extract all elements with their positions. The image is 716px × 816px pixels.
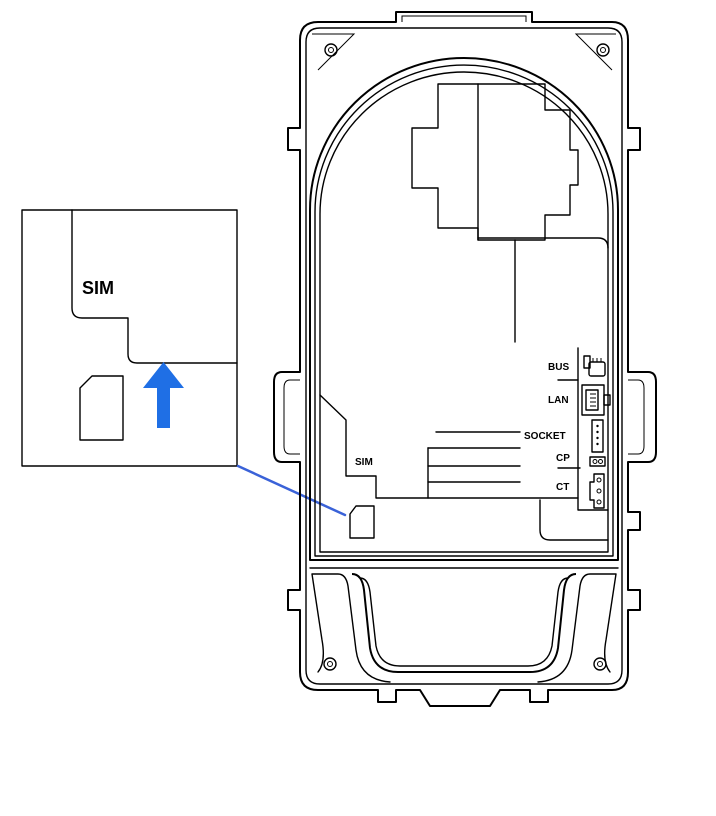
leader-line <box>236 464 347 517</box>
chamber-outline-outer <box>309 57 619 561</box>
bus-connector: BUS <box>548 355 606 377</box>
screw-hole-bottom-left-icon <box>323 657 337 671</box>
bottom-u-inner <box>359 577 569 667</box>
board-lower-edge <box>319 394 609 511</box>
cp-label: CP <box>556 453 570 464</box>
chamber-outline-middle <box>314 64 614 557</box>
left-bump-detail <box>283 379 300 455</box>
bottom-u-outer <box>351 573 577 673</box>
board-outline <box>477 237 609 249</box>
top-tab-detail <box>401 15 527 22</box>
inset-sim-label: SIM <box>82 278 114 298</box>
screw-hole-bottom-right-icon <box>593 657 607 671</box>
ct-connector: CT <box>556 473 605 509</box>
lan-connector: LAN <box>548 384 611 416</box>
right-bump-detail <box>628 379 645 455</box>
insert-direction-arrow-icon <box>143 362 184 428</box>
inset-board-edge <box>71 209 238 364</box>
inset-frame <box>21 209 238 467</box>
sim-slot <box>349 505 375 539</box>
lan-label: LAN <box>548 395 569 406</box>
socket-connector: SOCKET <box>524 419 604 453</box>
ct-label: CT <box>556 482 569 493</box>
middle-components <box>427 431 521 499</box>
board-corner-box <box>539 499 609 541</box>
bottom-foot-right <box>537 573 617 683</box>
screw-hole-top-right-icon <box>574 33 616 71</box>
sim-zoom-inset: SIM <box>21 209 238 467</box>
sim-card-icon <box>79 375 124 441</box>
chamber-outline-inner <box>319 71 609 553</box>
housing-inner-frame <box>305 27 623 685</box>
cp-connector: CP <box>556 453 606 469</box>
screw-hole-top-left-icon <box>312 33 356 71</box>
charger-housing: SIM BUS LAN SOCKET <box>273 11 657 707</box>
board-sim-label: SIM <box>355 457 373 468</box>
bus-label: BUS <box>548 362 569 373</box>
bottom-foot-left <box>311 573 391 683</box>
socket-label: SOCKET <box>524 431 566 442</box>
housing-outer-contour <box>273 11 657 707</box>
top-connector-block <box>411 83 579 241</box>
